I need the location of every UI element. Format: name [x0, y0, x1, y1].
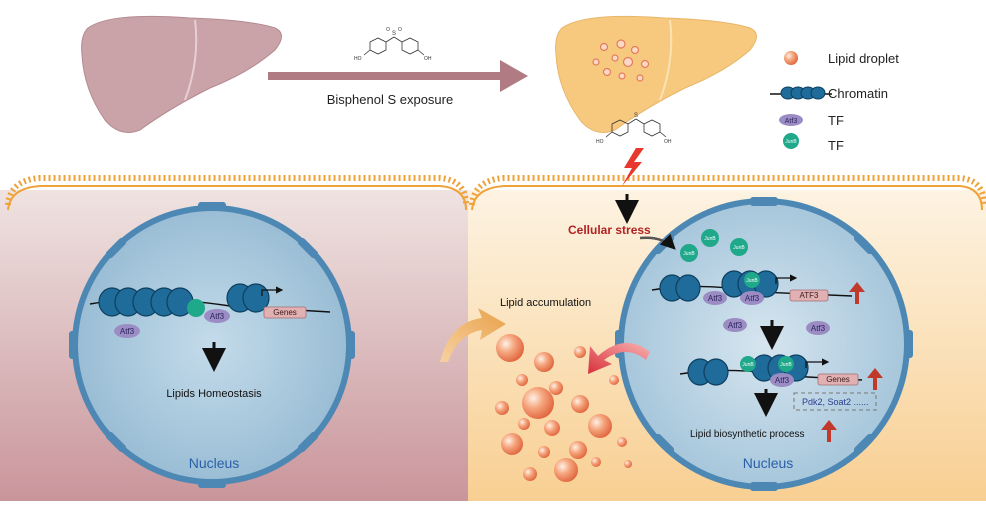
lipid-accumulation-label: Lipid accumulation — [500, 297, 591, 309]
svg-text:OH: OH — [664, 139, 672, 145]
legend-chromatin-icon — [770, 86, 832, 100]
right-nucleus-label: Nucleus — [743, 455, 794, 471]
bisphenol-s-molecule-icon: S HO OH — [596, 113, 672, 145]
svg-text:Genes: Genes — [273, 308, 297, 317]
svg-text:Atf3: Atf3 — [785, 118, 798, 125]
svg-text:HO: HO — [354, 56, 362, 62]
cell-membrane — [5, 175, 986, 211]
svg-text:Atf3: Atf3 — [775, 376, 790, 385]
normal-liver-icon — [81, 15, 282, 133]
junb-factor — [187, 299, 205, 317]
svg-text:O: O — [398, 27, 402, 33]
gene-list-box — [793, 392, 877, 411]
genes-box — [817, 373, 859, 386]
svg-text:Genes: Genes — [826, 375, 850, 384]
svg-text:JunB: JunB — [733, 245, 745, 251]
svg-text:S: S — [392, 31, 396, 37]
legend-lipid-droplet-label: Lipid droplet — [828, 51, 899, 66]
svg-text:Atf3: Atf3 — [745, 294, 760, 303]
svg-text:O: O — [386, 27, 390, 33]
svg-text:JunB: JunB — [683, 251, 695, 257]
left-nucleus-label: Nucleus — [189, 455, 240, 471]
svg-text:JunB: JunB — [742, 362, 754, 368]
junb-free-group: JunB JunB JunB — [680, 229, 748, 262]
svg-text:JunB: JunB — [704, 236, 716, 242]
cellular-stress-label: Cellular stress — [568, 223, 651, 237]
chromatin — [98, 283, 270, 317]
lightning-icon — [622, 148, 644, 186]
svg-text:JunB: JunB — [746, 278, 758, 284]
svg-text:OH: OH — [424, 56, 432, 62]
liver-lobe-line — [659, 19, 673, 101]
svg-text:ATF3: ATF3 — [800, 291, 820, 300]
svg-text:Atf3: Atf3 — [210, 312, 225, 321]
up-arrow-icon — [867, 368, 883, 390]
legend-tf-junb-label: TF — [828, 138, 844, 153]
atf3-free — [114, 324, 140, 338]
liver-lipid-spots — [592, 39, 650, 82]
lipid-output-arrow-icon — [588, 342, 650, 374]
right-outcome-label: Lipid biosynthetic process — [690, 429, 805, 440]
svg-text:JunB: JunB — [780, 362, 792, 368]
atf3-bound — [204, 309, 230, 323]
gene-list: Pdk2, Soat2 ...... — [802, 397, 869, 407]
stress-arrow-icon — [639, 233, 676, 250]
legend-tf-atf3-label: TF — [828, 113, 844, 128]
left-outcome-label: Lipids Homeostasis — [166, 388, 262, 400]
exposure-arrow — [268, 60, 528, 92]
up-arrow-icon — [849, 282, 865, 304]
svg-text:Atf3: Atf3 — [120, 327, 135, 336]
liver-lobe-line — [184, 19, 198, 101]
lipid-droplets — [495, 334, 632, 482]
right-nucleus: JunB JunB JunB Atf3 Atf3 JunB ATF3 Atf3 — [615, 197, 913, 491]
svg-text:Atf3: Atf3 — [728, 321, 743, 330]
legend-lipid-droplet-icon — [784, 51, 798, 65]
fatty-liver-icon — [555, 15, 757, 133]
exposure-label: Bisphenol S exposure — [327, 92, 453, 107]
legend-atf3-icon — [779, 114, 803, 126]
chromatin — [687, 354, 809, 386]
genes-box — [263, 306, 307, 319]
bisphenol-s-molecule-icon: S O O HO OH — [354, 27, 432, 62]
svg-text:HO: HO — [596, 139, 604, 145]
svg-text:JunB: JunB — [785, 139, 797, 145]
left-nucleus: Atf3 Atf3 Genes Lipids Homeostasis Nucle… — [69, 202, 355, 488]
svg-text:Atf3: Atf3 — [811, 324, 826, 333]
legend-junb-icon — [783, 133, 799, 149]
svg-text:S: S — [634, 113, 638, 119]
atf3-gene-box — [789, 289, 829, 302]
up-arrow-icon — [821, 420, 837, 442]
svg-text:Atf3: Atf3 — [708, 294, 723, 303]
legend-chromatin-label: Chromatin — [828, 86, 888, 101]
curved-arrow-icon — [440, 308, 506, 362]
legend: Lipid droplet Chromatin Atf3 TF JunB TF — [770, 51, 899, 153]
